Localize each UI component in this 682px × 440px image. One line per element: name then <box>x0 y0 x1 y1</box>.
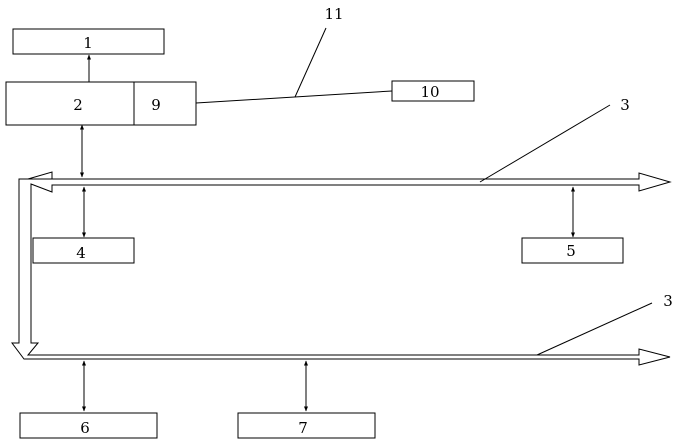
box-6-label: 6 <box>80 419 90 437</box>
box-10-label: 10 <box>420 83 439 101</box>
callout-3-bottom-leader <box>536 302 653 356</box>
box-6 <box>19 412 158 439</box>
box-9-label: 9 <box>151 96 161 114</box>
box-2-label: 2 <box>73 96 83 114</box>
callout-11-leader <box>294 27 327 98</box>
callout-11-label: 11 <box>324 5 343 23</box>
box-1-label: 1 <box>83 34 93 52</box>
bus-3 <box>11 171 672 366</box>
box-5-label: 5 <box>566 242 576 260</box>
link-9-to-10 <box>195 90 393 104</box>
callout-3-bottom-label: 3 <box>663 292 673 310</box>
box-1 <box>12 28 165 55</box>
box-7 <box>237 412 376 439</box>
box-5 <box>521 237 624 264</box>
callout-3-top-label: 3 <box>620 96 630 114</box>
box-4 <box>32 237 135 264</box>
callout-3-top-leader <box>479 104 611 183</box>
box-2-9 <box>5 81 197 126</box>
box-7-label: 7 <box>298 419 308 437</box>
box-4-label: 4 <box>76 244 86 262</box>
